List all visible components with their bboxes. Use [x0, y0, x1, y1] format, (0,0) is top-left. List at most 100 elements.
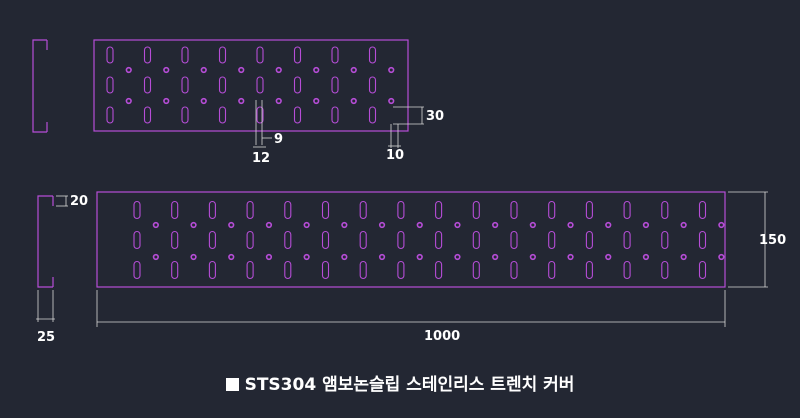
round-hole: [228, 221, 235, 229]
slot-hole: [181, 106, 189, 124]
round-hole: [388, 66, 395, 74]
slot-hole: [510, 260, 518, 280]
slot-hole: [585, 200, 593, 220]
slot-hole: [368, 76, 377, 94]
slot-hole: [133, 260, 141, 280]
slot-hole: [143, 106, 152, 124]
slot-hole: [368, 46, 377, 64]
round-hole: [125, 97, 132, 105]
plate-outline-top: [93, 39, 409, 132]
round-hole: [567, 221, 574, 229]
slot-hole: [698, 230, 707, 250]
round-hole: [605, 253, 612, 261]
slot-hole: [331, 106, 339, 124]
slot-hole: [472, 230, 480, 250]
round-hole: [492, 253, 499, 261]
slot-hole: [331, 46, 339, 64]
side-profile-top: [32, 39, 48, 133]
slot-hole: [218, 106, 227, 124]
round-hole: [163, 66, 170, 74]
slot-hole: [143, 76, 152, 94]
dimension-label-10: 10: [386, 148, 404, 163]
slot-hole: [548, 260, 556, 280]
slot-hole: [397, 230, 405, 250]
slot-hole: [331, 76, 339, 94]
round-hole: [200, 97, 207, 105]
round-hole: [567, 253, 574, 261]
slot-hole: [397, 200, 405, 220]
round-hole: [313, 97, 320, 105]
perforation-pattern-top: [106, 46, 395, 124]
slot-hole: [208, 230, 216, 250]
slot-hole: [585, 260, 593, 280]
slot-hole: [181, 46, 189, 64]
dimension-length: 1000: [96, 290, 726, 344]
round-hole: [152, 221, 159, 229]
dimension-label-25: 25: [37, 330, 55, 345]
round-hole: [190, 253, 197, 261]
dimension-hole-pitch: 9: [255, 100, 283, 147]
round-hole: [416, 221, 423, 229]
slot-hole: [359, 200, 367, 220]
slot-hole: [623, 260, 631, 280]
slot-hole: [435, 230, 443, 250]
round-hole: [529, 221, 536, 229]
round-hole: [378, 221, 386, 229]
slot-hole: [133, 200, 141, 220]
dimension-label-12: 12: [252, 151, 270, 166]
slot-hole: [293, 76, 302, 94]
slot-hole: [548, 200, 556, 220]
slot-hole: [218, 76, 227, 94]
dimension-flange: 20: [56, 194, 88, 209]
round-hole: [454, 221, 461, 229]
slot-hole: [171, 200, 179, 220]
slot-hole: [181, 76, 189, 94]
round-hole: [275, 66, 282, 74]
round-hole: [303, 221, 310, 229]
round-hole: [200, 66, 207, 74]
slot-hole: [698, 200, 707, 220]
slot-hole: [133, 230, 141, 250]
slot-hole: [472, 200, 480, 220]
slot-hole: [623, 230, 631, 250]
round-hole: [605, 221, 612, 229]
slot-hole: [397, 260, 405, 280]
round-hole: [275, 97, 282, 105]
black-square-icon: [225, 378, 239, 391]
round-hole: [350, 66, 357, 74]
slot-hole: [510, 200, 518, 220]
slot-hole: [171, 230, 179, 250]
slot-hole: [368, 106, 377, 124]
slot-hole: [321, 230, 330, 250]
round-hole: [454, 253, 461, 261]
round-hole: [303, 253, 310, 261]
dimension-slot-height: 30: [393, 106, 444, 125]
slot-hole: [435, 260, 443, 280]
round-hole: [238, 97, 245, 105]
round-hole: [341, 221, 348, 229]
slot-hole: [661, 230, 669, 250]
round-hole: [416, 253, 423, 261]
perforation-pattern-bottom: [133, 200, 725, 280]
round-hole: [529, 253, 536, 261]
dimension-label-9: 9: [274, 132, 283, 147]
round-hole: [265, 221, 273, 229]
slot-hole: [256, 106, 264, 124]
slot-hole: [293, 106, 302, 124]
slot-hole: [106, 76, 114, 94]
round-hole: [313, 66, 320, 74]
round-hole: [152, 253, 159, 261]
round-hole: [163, 97, 170, 105]
dimension-label-150: 150: [759, 233, 786, 248]
plate-outline-bottom: [96, 191, 726, 288]
slot-hole: [359, 230, 367, 250]
slot-hole: [661, 200, 669, 220]
slot-hole: [472, 260, 480, 280]
dimension-slot-length: 12: [252, 146, 270, 166]
drawing-caption: STS304 앰보논슬립 스테인리스 트렌치 커버: [0, 370, 800, 395]
round-hole: [642, 221, 650, 229]
slot-hole: [698, 260, 707, 280]
slot-hole: [171, 260, 179, 280]
slot-hole: [623, 200, 631, 220]
slot-hole: [293, 46, 302, 64]
